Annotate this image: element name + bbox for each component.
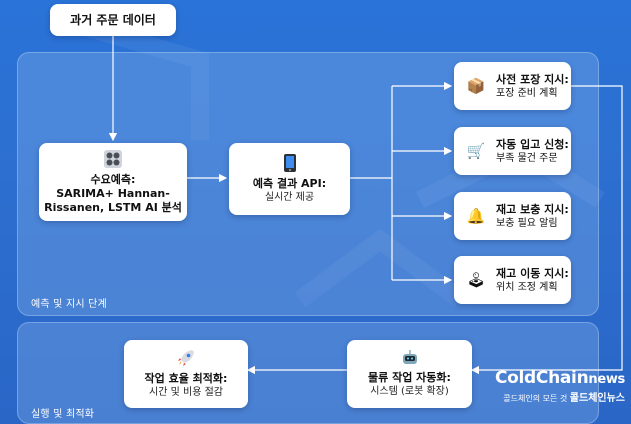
task-relocate-sub: 위치 조정 계획: [496, 281, 558, 293]
demand-forecast-node: 수요예측: SARIMA+ Hannan- Rissanen, LSTM AI …: [39, 143, 187, 221]
execution-stage-label: 실행 및 최적화: [31, 409, 95, 420]
past-order-data-title: 과거 주문 데이터: [70, 13, 156, 27]
demand-forecast-line-2: Rissanen, LSTM AI 분석: [44, 200, 182, 214]
watermark-tagline-big: 콜드체인뉴스: [569, 393, 625, 404]
demand-forecast-line-1: SARIMA+ Hannan-: [56, 186, 170, 200]
task-auto-inbound-title: 자동 입고 신청:: [496, 137, 569, 151]
logistics-automation-node: 물류 작업 자동화: 시스템 (로봇 확장): [347, 340, 472, 408]
logistics-automation-sub: 시스템 (로봇 확장): [370, 386, 449, 397]
bell-icon: 🔔: [466, 207, 486, 225]
logistics-automation-title: 물류 작업 자동화:: [368, 371, 451, 384]
work-efficiency-node: 작업 효율 최적화: 시간 및 비용 절감: [124, 340, 248, 408]
work-efficiency-sub: 시간 및 비용 절감: [149, 387, 223, 398]
robot-icon: [401, 350, 419, 369]
task-auto-inbound: 🛒 자동 입고 신청: 부족 물건 주문: [454, 127, 571, 175]
phone-icon: [283, 154, 297, 175]
rocket-icon: [177, 349, 195, 370]
task-auto-inbound-sub: 부족 물건 주문: [496, 152, 558, 164]
task-relocate-title: 재고 이동 지시:: [496, 266, 569, 280]
demand-forecast-title: 수요예측:: [90, 172, 136, 186]
work-efficiency-title: 작업 효율 최적화:: [144, 372, 228, 385]
watermark-brand-main: ColdChain: [494, 368, 589, 388]
cluster-icon: [104, 149, 122, 171]
watermark-brand-suffix: news: [588, 372, 625, 387]
task-restock-sub: 보충 필요 알림: [496, 217, 558, 229]
task-restock-title: 재고 보충 지시:: [496, 202, 569, 216]
package-icon: 📦: [466, 77, 486, 95]
task-prepack-title: 사전 포장 지시:: [496, 72, 569, 86]
task-prepack-order: 📦 사전 포장 지시: 포장 준비 계획: [454, 62, 571, 110]
task-restock-order: 🔔 재고 보충 지시: 보충 필요 알림: [454, 192, 571, 240]
past-order-data-node: 과거 주문 데이터: [50, 4, 176, 36]
joystick-icon: 🕹: [466, 271, 486, 289]
task-prepack-sub: 포장 준비 계획: [496, 87, 558, 99]
forecast-api-title: 예측 결과 API:: [252, 177, 327, 190]
forecast-api-node: 예측 결과 API: 실시간 제공: [229, 143, 350, 215]
cart-icon: 🛒: [466, 142, 486, 160]
task-relocate-order: 🕹 재고 이동 지시: 위치 조정 계획: [454, 256, 571, 304]
watermark-tagline-small: 콜드체인의 모든 것: [503, 394, 568, 403]
coldchain-news-watermark: ColdChainnews 콜드체인의 모든 것 콜드체인뉴스: [495, 368, 625, 404]
forecast-api-sub: 실시간 제공: [264, 192, 315, 203]
forecast-stage-label: 예측 및 지시 단계: [31, 299, 107, 310]
